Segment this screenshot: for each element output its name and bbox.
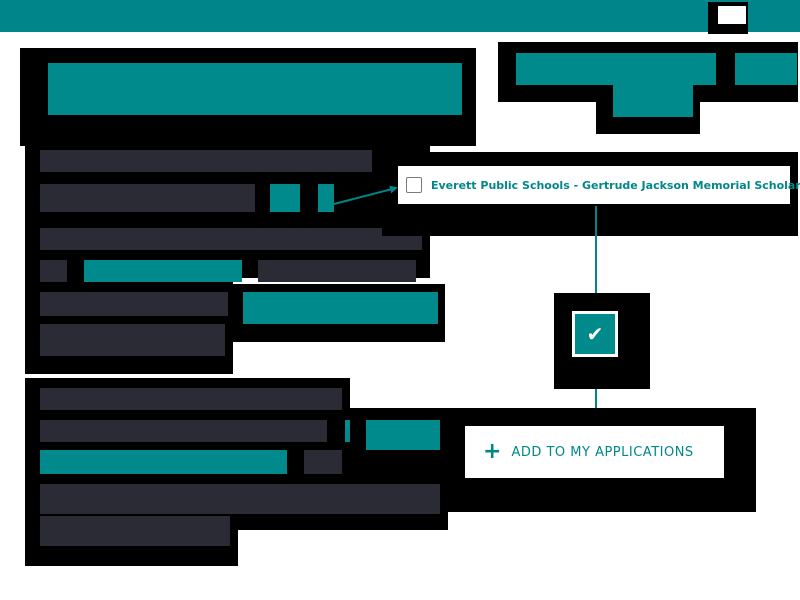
top-right-bar-1 [516,53,716,85]
scholarship-card[interactable]: Everett Public Schools - Gertrude Jackso… [398,166,800,204]
lower-line-3b [304,450,342,474]
lower-tag [366,420,440,450]
header-bar [0,0,800,32]
top-right-bar-2 [735,53,797,85]
lower-line-5 [40,516,230,546]
page-title-placeholder [48,63,462,115]
header-menu-button[interactable] [718,6,746,24]
detail-tag-1 [270,184,300,212]
detail-line-2 [40,184,255,212]
check-icon: ✔ [586,322,604,346]
plus-icon: + [483,439,502,464]
lower-tag-small [345,420,350,442]
detail-tag-2 [318,184,334,212]
lower-line-4 [40,484,440,514]
detail-link[interactable] [84,260,242,282]
detail-line-5 [40,292,228,316]
detail-line-6 [40,324,225,356]
scholarship-checkbox[interactable] [406,177,422,193]
lower-line-2 [40,420,327,442]
scholarship-label: Everett Public Schools - Gertrude Jackso… [431,178,800,192]
add-button-label: ADD TO MY APPLICATIONS [511,444,694,460]
detail-line-4b [258,260,416,282]
detail-line-4a [40,260,67,282]
lower-highlight [40,450,287,474]
detail-line-1 [40,150,372,172]
lower-line-1 [40,388,342,410]
top-right-button[interactable] [613,85,693,117]
checked-checkbox[interactable]: ✔ [572,311,618,357]
add-to-applications-button[interactable]: + ADD TO MY APPLICATIONS [465,426,724,478]
detail-highlight [243,292,438,324]
detail-line-3 [40,228,422,250]
